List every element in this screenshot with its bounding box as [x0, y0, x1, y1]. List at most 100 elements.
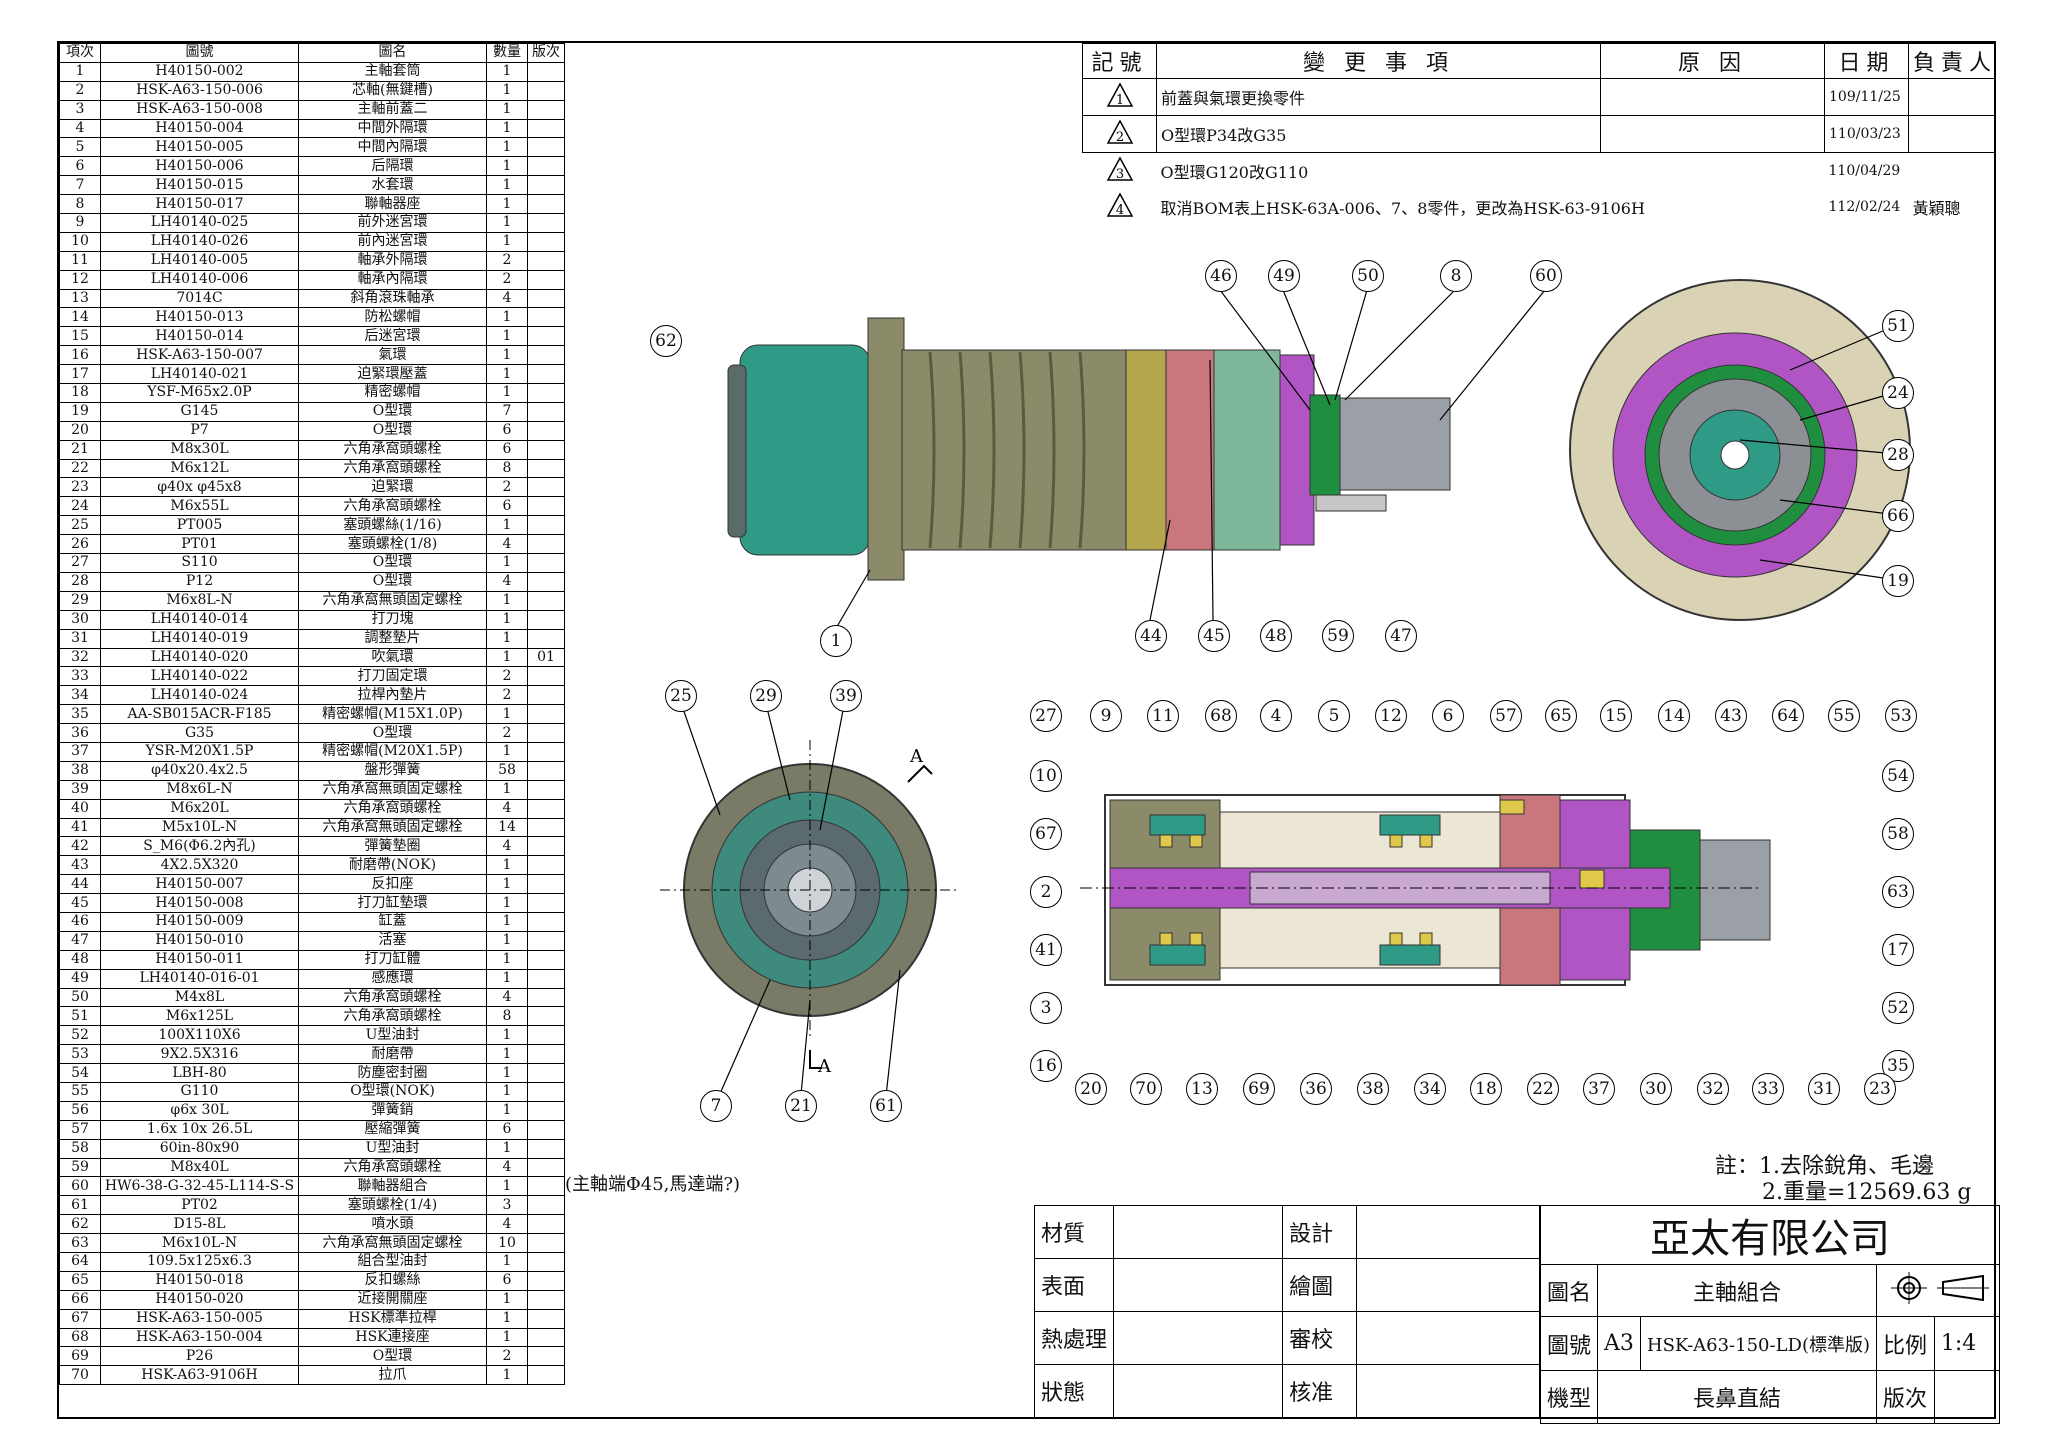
part-balloon: 16 — [1030, 1050, 1062, 1082]
bom-cell-item: 51 — [59, 1006, 101, 1027]
bom-cell-part-name: 塞頭螺絲(1/16) — [298, 515, 487, 536]
bom-cell-item: 46 — [59, 911, 101, 932]
revision-label: 版次 — [1876, 1370, 1935, 1424]
bom-cell-rev — [527, 1138, 565, 1159]
part-balloon: 2 — [1030, 876, 1062, 908]
part-balloon: 8 — [1440, 260, 1472, 292]
bom-cell-item: 9 — [59, 213, 101, 233]
bom-cell-item: 7 — [59, 175, 101, 196]
bom-cell-rev — [527, 61, 565, 82]
bom-cell-part-no: LH40140-019 — [100, 628, 299, 649]
bom-cell-part-no: H40150-004 — [100, 118, 299, 139]
bom-cell-part-name: 感應環 — [298, 968, 487, 989]
bom-cell-part-no: H40150-015 — [100, 175, 299, 196]
bom-cell-part-name: U型油封 — [298, 1138, 487, 1159]
bom-header-row: 項次 圖號 圖名 數量 版次 — [59, 43, 565, 63]
bom-cell-part-name: 噴水頭 — [298, 1214, 487, 1235]
bom-cell-qty: 58 — [486, 760, 528, 781]
bom-cell-part-no: LBH-80 — [100, 1063, 299, 1083]
bom-cell-part-name: U型油封 — [298, 1025, 487, 1046]
bom-cell-part-no: LH40140-014 — [100, 609, 299, 630]
drawing-number-value: HSK-A63-150-LD(標準版) — [1639, 1316, 1878, 1371]
bom-cell-qty: 1 — [486, 1138, 528, 1159]
bom-cell-item: 43 — [59, 855, 101, 876]
part-balloon: 17 — [1882, 934, 1914, 966]
bom-cell-part-no: M8x30L — [100, 439, 299, 460]
status-label: 狀態 — [1033, 1364, 1115, 1418]
bom-cell-part-no: M6x125L — [100, 1006, 299, 1027]
bom-cell-part-name: 缸蓋 — [298, 911, 487, 932]
bom-cell-part-no: 9X2.5X316 — [100, 1044, 299, 1065]
part-balloon: 23 — [1864, 1073, 1896, 1105]
title-block-left: 材質設計 表面繪圖 熱處理審校 狀態核准 — [1033, 1205, 1541, 1418]
bom-cell-rev — [527, 477, 565, 498]
bom-cell-rev — [527, 383, 565, 403]
bom-cell-rev — [527, 590, 565, 611]
bom-cell-rev — [527, 326, 565, 347]
bom-cell-part-name: 塞頭螺栓(1/8) — [298, 534, 487, 555]
bom-cell-part-name: 六角承窩無頭固定螺栓 — [298, 1233, 487, 1253]
surface-value — [1113, 1258, 1284, 1312]
bom-cell-part-no: G110 — [100, 1081, 299, 1102]
bom-cell-item: 70 — [59, 1365, 101, 1386]
bom-cell-rev — [527, 1157, 565, 1178]
bom-cell-item: 13 — [59, 288, 101, 309]
part-balloon: 4 — [1260, 700, 1292, 732]
bom-cell-item: 34 — [59, 685, 101, 706]
bom-cell-part-no: 60in-80x90 — [100, 1138, 299, 1159]
bom-cell-qty: 6 — [486, 420, 528, 441]
bom-cell-qty: 1 — [486, 741, 528, 762]
part-balloon: 32 — [1697, 1073, 1729, 1105]
bom-cell-item: 26 — [59, 534, 101, 555]
bom-cell-rev — [527, 1025, 565, 1046]
revision-triangle-icon: 4 — [1106, 192, 1133, 218]
bom-cell-item: 59 — [59, 1157, 101, 1178]
bom-cell-rev — [527, 1327, 565, 1348]
part-balloon: 61 — [870, 1090, 902, 1122]
note-line-2: 2.重量=12569.63 g — [1762, 1180, 1972, 1205]
bom-cell-part-name: 六角承窩無頭固定螺栓 — [298, 817, 487, 838]
bom-cell-part-name: 后迷宮環 — [298, 326, 487, 347]
revision-header-row: 記號 變 更 事 項 原 因 日期 負責人 — [1082, 43, 1995, 79]
bom-cell-rev — [527, 609, 565, 630]
bom-cell-rev — [527, 534, 565, 555]
title-block: 材質設計 表面繪圖 熱處理審校 狀態核准 亞太有限公司 圖名 主軸組合 圖號 A… — [1033, 1205, 2001, 1424]
revision-person — [1908, 115, 1995, 153]
part-balloon: 52 — [1882, 992, 1914, 1024]
part-balloon: 68 — [1205, 700, 1237, 732]
bom-cell-rev: 01 — [527, 647, 565, 668]
part-balloon: 11 — [1147, 700, 1179, 732]
bom-cell-qty: 1 — [486, 1365, 528, 1386]
bom-cell-part-name: 吹氣環 — [298, 647, 487, 668]
bom-cell-part-no: LH40140-026 — [100, 231, 299, 252]
bom-cell-qty: 8 — [486, 1006, 528, 1027]
bom-cell-qty: 4 — [486, 571, 528, 592]
bom-cell-part-name: 活塞 — [298, 930, 487, 951]
status-value — [1113, 1364, 1284, 1418]
bom-cell-item: 55 — [59, 1081, 101, 1102]
bom-cell-rev — [527, 496, 565, 517]
part-balloon: 31 — [1808, 1073, 1840, 1105]
bom-cell-part-name: 六角承窩頭螺栓 — [298, 496, 487, 517]
bom-cell-qty: 4 — [486, 288, 528, 309]
part-balloon: 48 — [1260, 620, 1292, 652]
bom-cell-rev — [527, 571, 565, 592]
part-balloon: 43 — [1715, 700, 1747, 732]
bom-cell-qty: 1 — [486, 1025, 528, 1046]
bom-cell-part-name: O型環(NOK) — [298, 1081, 487, 1102]
part-balloon: 29 — [750, 680, 782, 712]
bom-cell-qty: 1 — [486, 194, 528, 215]
bom-cell-part-name: 精密螺帽(M20X1.5P) — [298, 741, 487, 762]
bom-cell-rev — [527, 1176, 565, 1197]
bom-cell-qty: 1 — [486, 364, 528, 385]
